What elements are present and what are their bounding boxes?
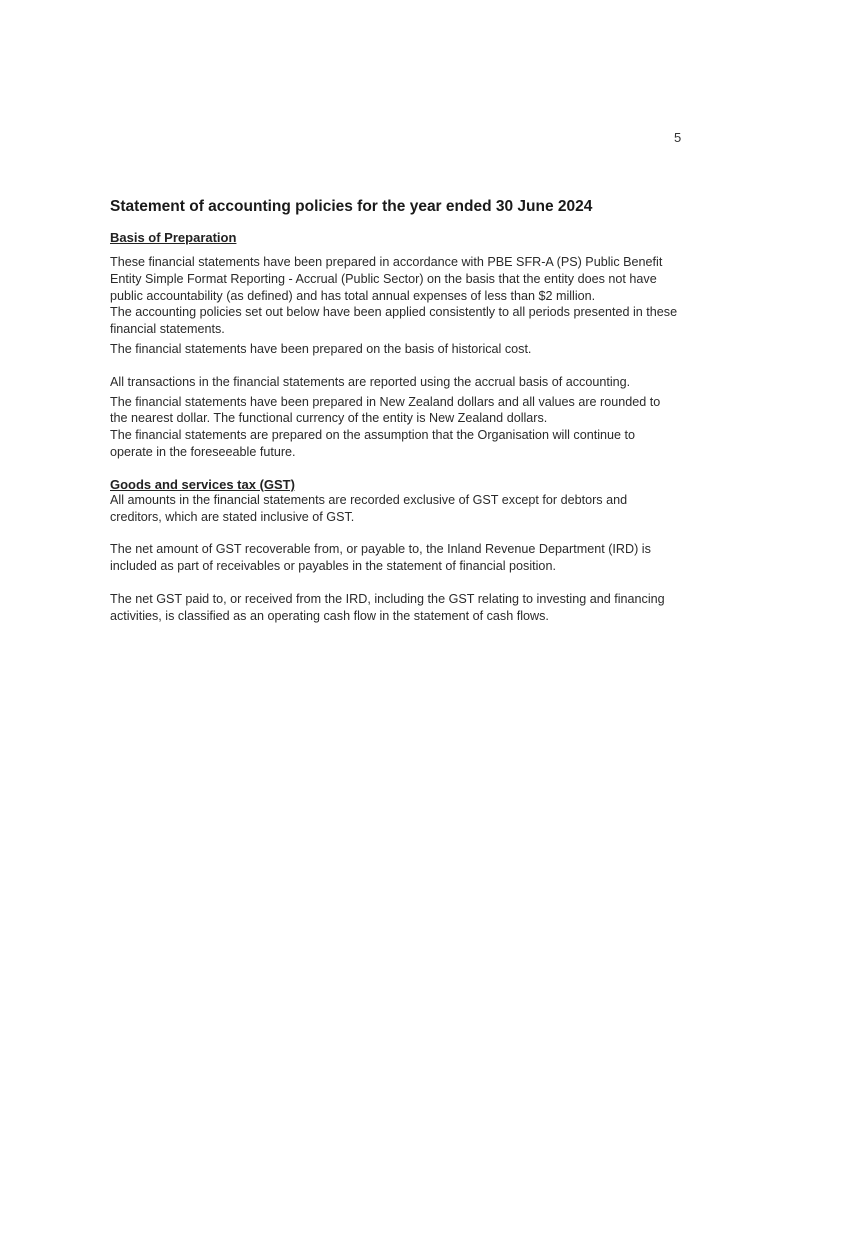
gst-section: Goods and services tax (GST) All amounts… bbox=[110, 477, 680, 625]
paragraph: The financial statements are prepared on… bbox=[110, 428, 636, 459]
basis-of-preparation-heading: Basis of Preparation bbox=[110, 230, 237, 245]
paragraph: The accounting policies set out below ha… bbox=[110, 305, 678, 337]
basis-of-preparation-section: Basis of Preparation These financial sta… bbox=[110, 230, 680, 461]
paragraph: All amounts in the financial statements … bbox=[110, 492, 628, 524]
paragraph: All transactions in the financial statem… bbox=[110, 374, 631, 389]
paragraph: These financial statements have been pre… bbox=[110, 255, 663, 303]
page-title: Statement of accounting policies for the… bbox=[110, 198, 593, 215]
page-number: 5 bbox=[674, 130, 682, 145]
paragraph: The net amount of GST recoverable from, … bbox=[110, 542, 651, 574]
paragraph: The net GST paid to, or received from th… bbox=[110, 591, 665, 623]
paragraph: The financial statements have been prepa… bbox=[110, 341, 532, 356]
document-body: Statement of accounting policies for the… bbox=[110, 198, 680, 625]
paragraph: The financial statements have been prepa… bbox=[110, 394, 661, 426]
gst-heading: Goods and services tax (GST) bbox=[110, 476, 295, 492]
